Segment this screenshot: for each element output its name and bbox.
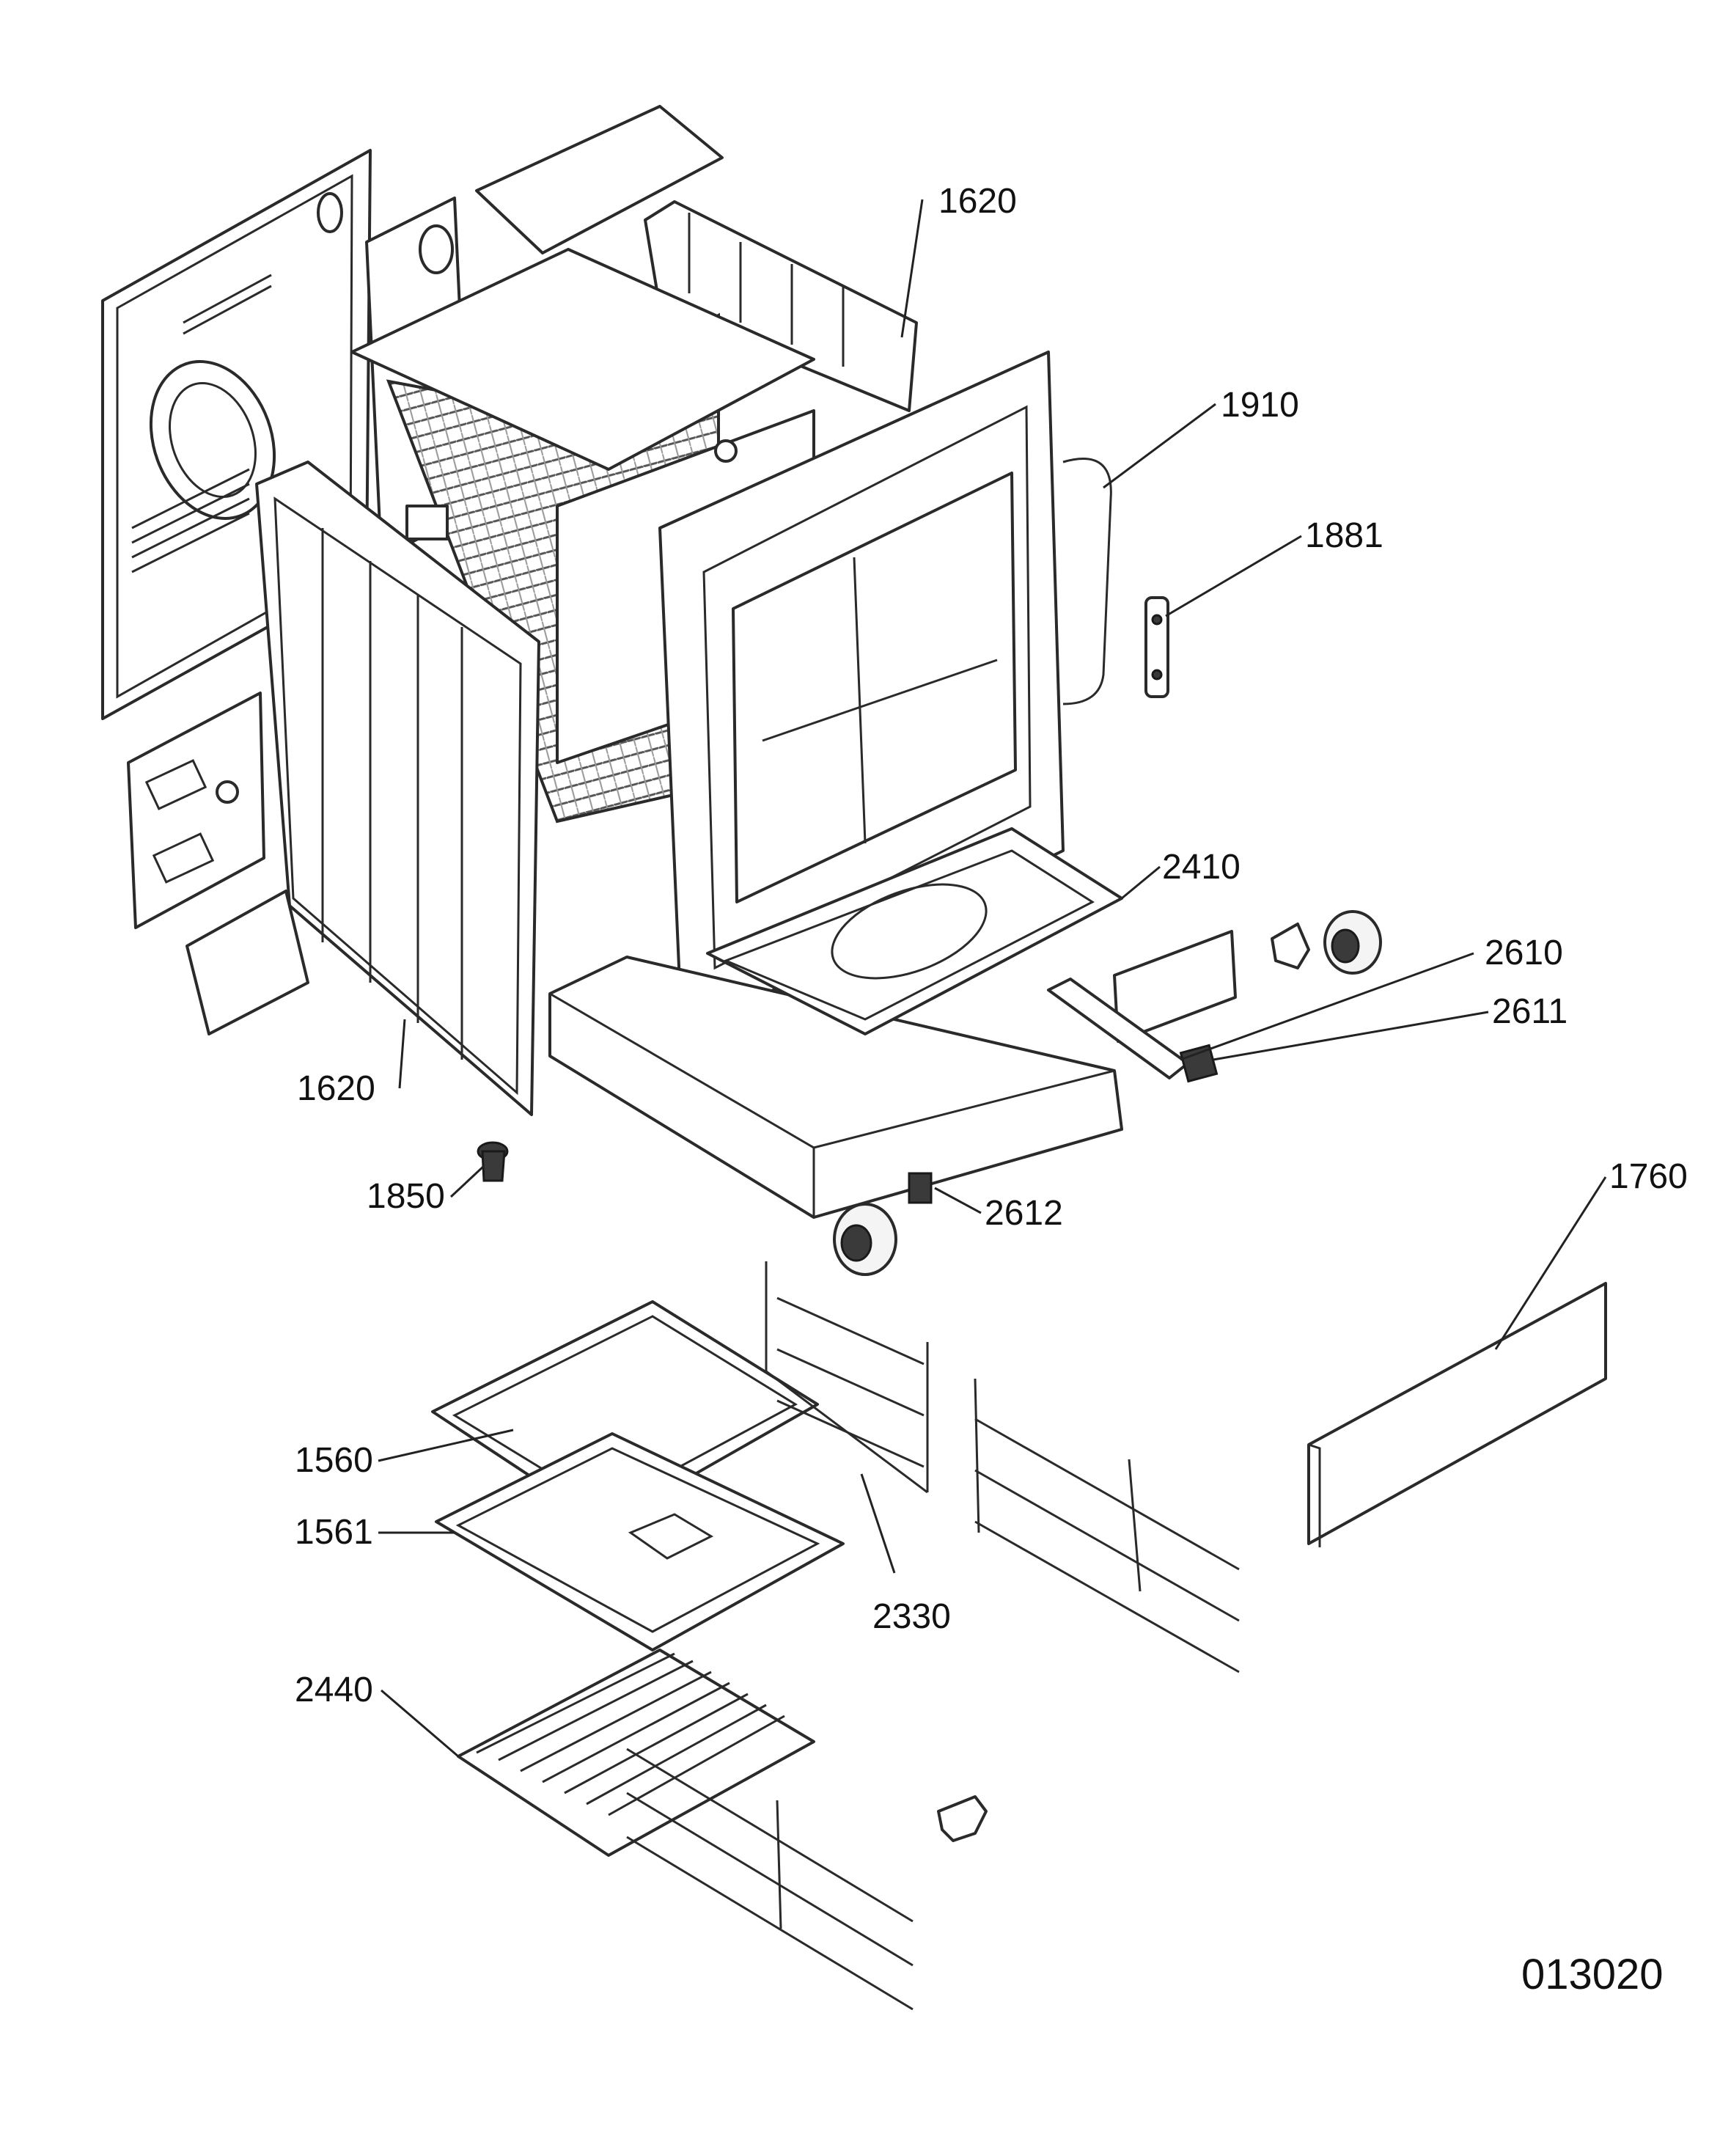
frame-rod: [1062, 458, 1112, 705]
callout-1560: 1560: [295, 1441, 373, 1480]
wheel-2612: [833, 1203, 897, 1276]
callout-2440: 2440: [295, 1671, 373, 1709]
base-plate: [185, 890, 309, 1035]
callout-labels: 1620 1910 1881 2410 2610 2611 1620 1850 …: [295, 182, 1688, 1709]
callout-2611: 2611: [1492, 992, 1568, 1031]
callout-1760: 1760: [1609, 1157, 1688, 1196]
callout-2330: 2330: [872, 1597, 951, 1636]
hinge-part: [1144, 596, 1169, 698]
side-panel-left: [255, 461, 540, 1116]
callout-2610: 2610: [1485, 934, 1563, 972]
telescopic-runners: [974, 1378, 1240, 1673]
side-rack: [765, 1261, 929, 1494]
callout-1881: 1881: [1305, 516, 1383, 555]
rack-clip: [937, 1795, 988, 1842]
callout-1910: 1910: [1221, 386, 1299, 425]
callout-2410: 2410: [1162, 848, 1241, 887]
callout-1850: 1850: [367, 1177, 445, 1216]
wire-shelf: [457, 1649, 914, 2011]
clip-2611: [1179, 1044, 1219, 1083]
leader-lines: [378, 199, 1607, 1758]
callout-2612: 2612: [985, 1194, 1063, 1233]
top-insulation-cover: [475, 105, 724, 254]
callout-1561: 1561: [295, 1513, 373, 1552]
clip-2610: [1271, 923, 1310, 969]
callout-1620-left: 1620: [297, 1069, 375, 1108]
drawing-reference-code: 013020: [1521, 1951, 1664, 1998]
base-box: [548, 956, 1123, 1219]
bracket-2612: [908, 1172, 933, 1204]
lower-left-bracket: [127, 692, 265, 929]
drawer-front: [1307, 1282, 1607, 1547]
foot-1850: [477, 1141, 509, 1182]
wheel-2610: [1323, 910, 1382, 975]
bottom-tray: [706, 827, 1123, 1035]
pan-1561: [435, 1432, 845, 1651]
callout-1620-top: 1620: [938, 182, 1017, 221]
